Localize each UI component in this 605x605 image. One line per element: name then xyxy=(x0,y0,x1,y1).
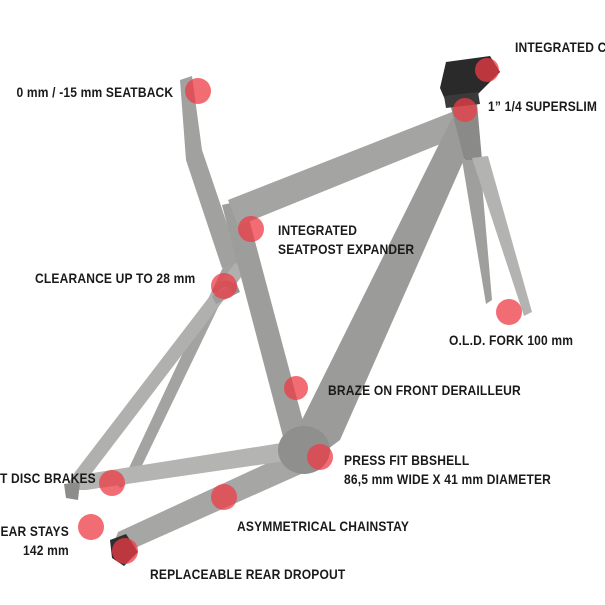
callout-chainstay: ASYMMETRICAL CHAINSTAY xyxy=(237,517,409,536)
callout-rearstays-line2: 142 mm xyxy=(23,542,70,558)
callout-expander-line1: INTEGRATED xyxy=(278,222,358,238)
callout-rearstays: REAR STAYS 142 mm xyxy=(0,522,69,560)
callout-dropout: REPLACEABLE REAR DROPOUT xyxy=(150,565,345,584)
callout-stem: INTEGRATED C xyxy=(515,38,605,57)
marker-rearstays xyxy=(78,514,104,540)
callout-seatback-line: 0 mm / -15 mm SEATBACK xyxy=(16,84,173,100)
right-seatstay xyxy=(68,262,245,490)
callout-chainstay-line: ASYMMETRICAL CHAINSTAY xyxy=(237,518,410,534)
right-chainstay xyxy=(72,440,306,490)
marker-clearance xyxy=(211,273,237,299)
callout-expander-line2: SEATPOST EXPANDER xyxy=(278,241,415,257)
marker-derailleur xyxy=(284,376,308,400)
marker-chainstay xyxy=(211,484,237,510)
seatpost xyxy=(180,76,240,268)
marker-expander xyxy=(238,216,264,242)
callout-fork-line: O.L.D. FORK 100 mm xyxy=(449,332,574,348)
marker-bbshell xyxy=(307,444,333,470)
callout-headtube-line: 1” 1/4 SUPERSLIM xyxy=(488,98,598,114)
left-chainstay xyxy=(112,448,310,552)
callout-seatback: 0 mm / -15 mm SEATBACK xyxy=(16,83,173,102)
marker-fork xyxy=(496,299,522,325)
callout-clearance-line: CLEARANCE UP TO 28 mm xyxy=(35,270,196,286)
marker-dropout xyxy=(112,538,138,564)
fork-left-blade xyxy=(462,160,492,304)
callout-bbshell: PRESS FIT BBSHELL 86,5 mm WIDE X 41 mm D… xyxy=(344,451,551,489)
callout-dropout-line: REPLACEABLE REAR DROPOUT xyxy=(150,566,346,582)
marker-seatback xyxy=(185,78,211,104)
callout-expander: INTEGRATED SEATPOST EXPANDER xyxy=(278,221,414,259)
marker-discbrakes xyxy=(99,470,125,496)
callout-bbshell-line2: 86,5 mm WIDE X 41 mm DIAMETER xyxy=(344,471,552,487)
marker-headtube xyxy=(453,98,477,122)
callout-derailleur-line: BRAZE ON FRONT DERAILLEUR xyxy=(328,382,521,398)
callout-stem-line: INTEGRATED C xyxy=(515,39,605,55)
callout-fork: O.L.D. FORK 100 mm xyxy=(449,331,573,350)
fork-right-blade xyxy=(472,156,532,316)
marker-stem xyxy=(475,58,499,82)
callout-rearstays-line1: REAR STAYS xyxy=(0,523,69,539)
rear-dropout-right xyxy=(64,482,80,500)
callout-headtube: 1” 1/4 SUPERSLIM xyxy=(488,97,597,116)
callout-derailleur: BRAZE ON FRONT DERAILLEUR xyxy=(328,381,521,400)
callout-discbrakes-line: T DISC BRAKES xyxy=(0,470,96,486)
callout-clearance: CLEARANCE UP TO 28 mm xyxy=(35,269,195,288)
callout-discbrakes: T DISC BRAKES xyxy=(0,469,96,488)
down-tube xyxy=(292,118,478,470)
top-tube xyxy=(228,112,470,226)
callout-bbshell-line1: PRESS FIT BBSHELL xyxy=(344,452,470,468)
callout-markers xyxy=(78,58,522,564)
